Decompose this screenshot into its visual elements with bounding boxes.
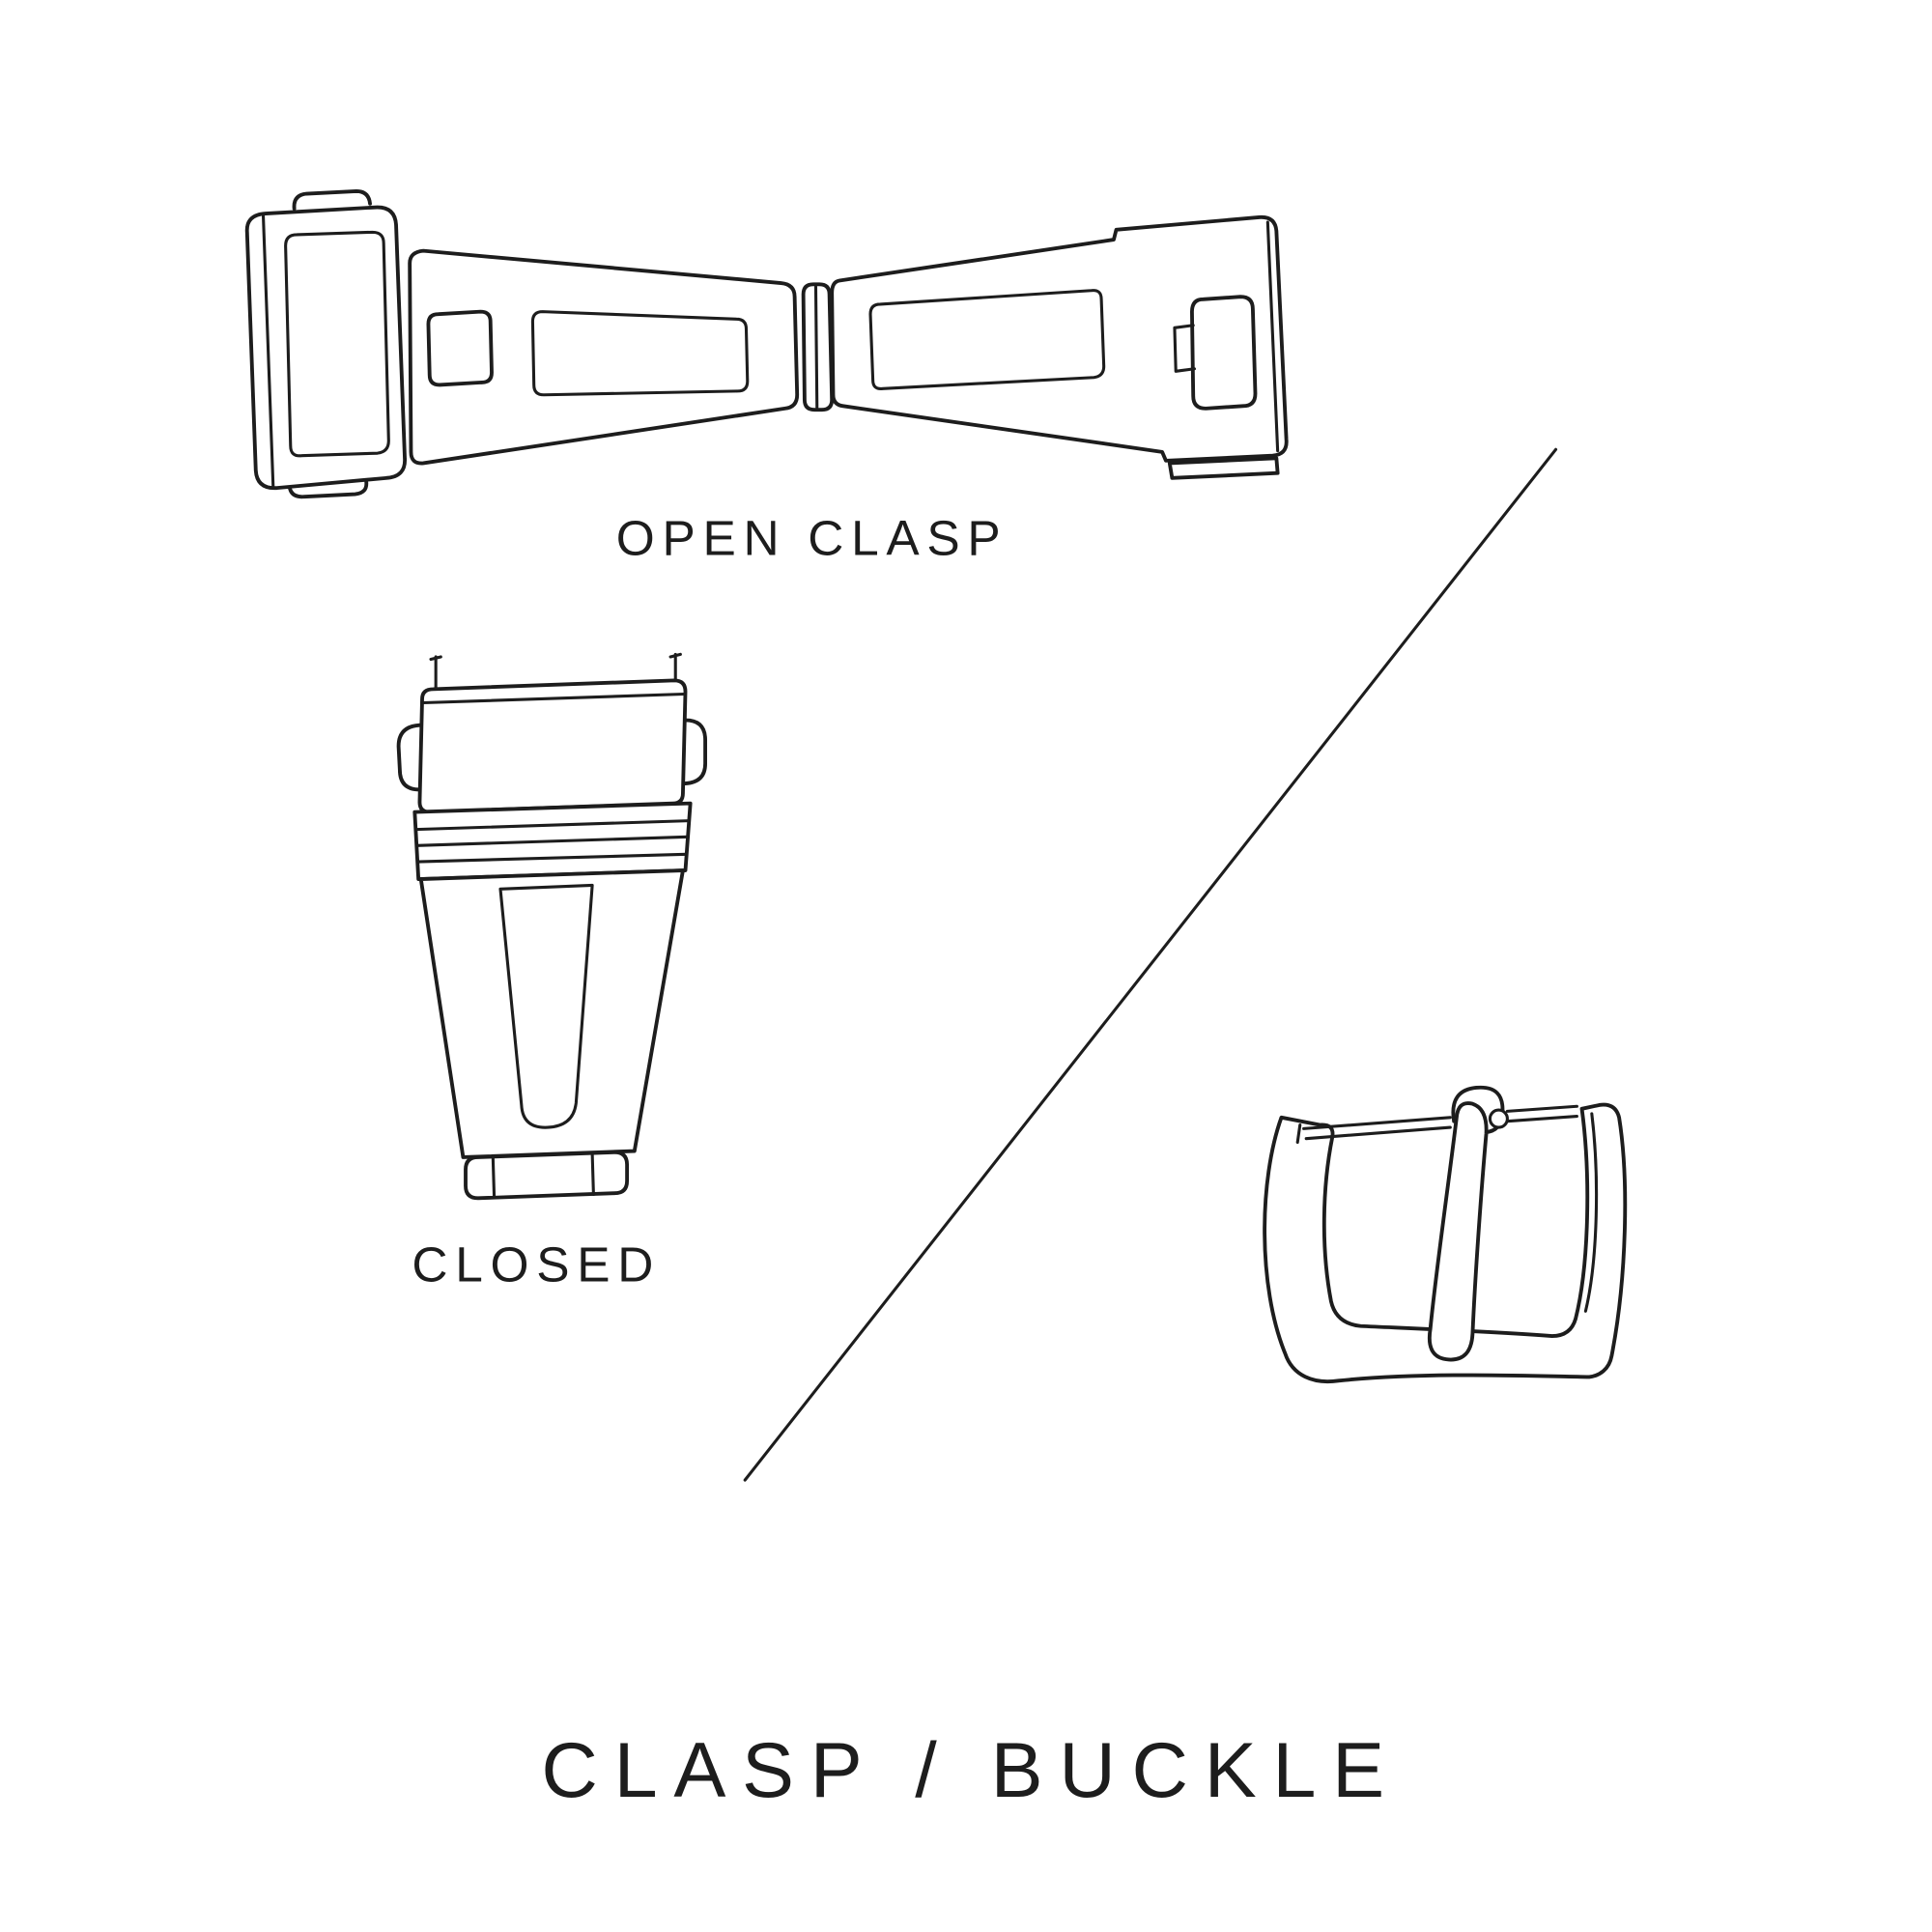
- open-clasp-illustration-icon: [244, 189, 1289, 499]
- page-title: CLASP / BUCKLE: [541, 1727, 1400, 1814]
- divider-line-icon: [743, 447, 1558, 1482]
- closed-label: CLOSED: [412, 1236, 661, 1292]
- open-clasp-label: OPEN CLASP: [616, 510, 1009, 566]
- buckle-illustration-icon: [1263, 1085, 1628, 1384]
- closed-clasp-illustration-icon: [396, 652, 708, 1201]
